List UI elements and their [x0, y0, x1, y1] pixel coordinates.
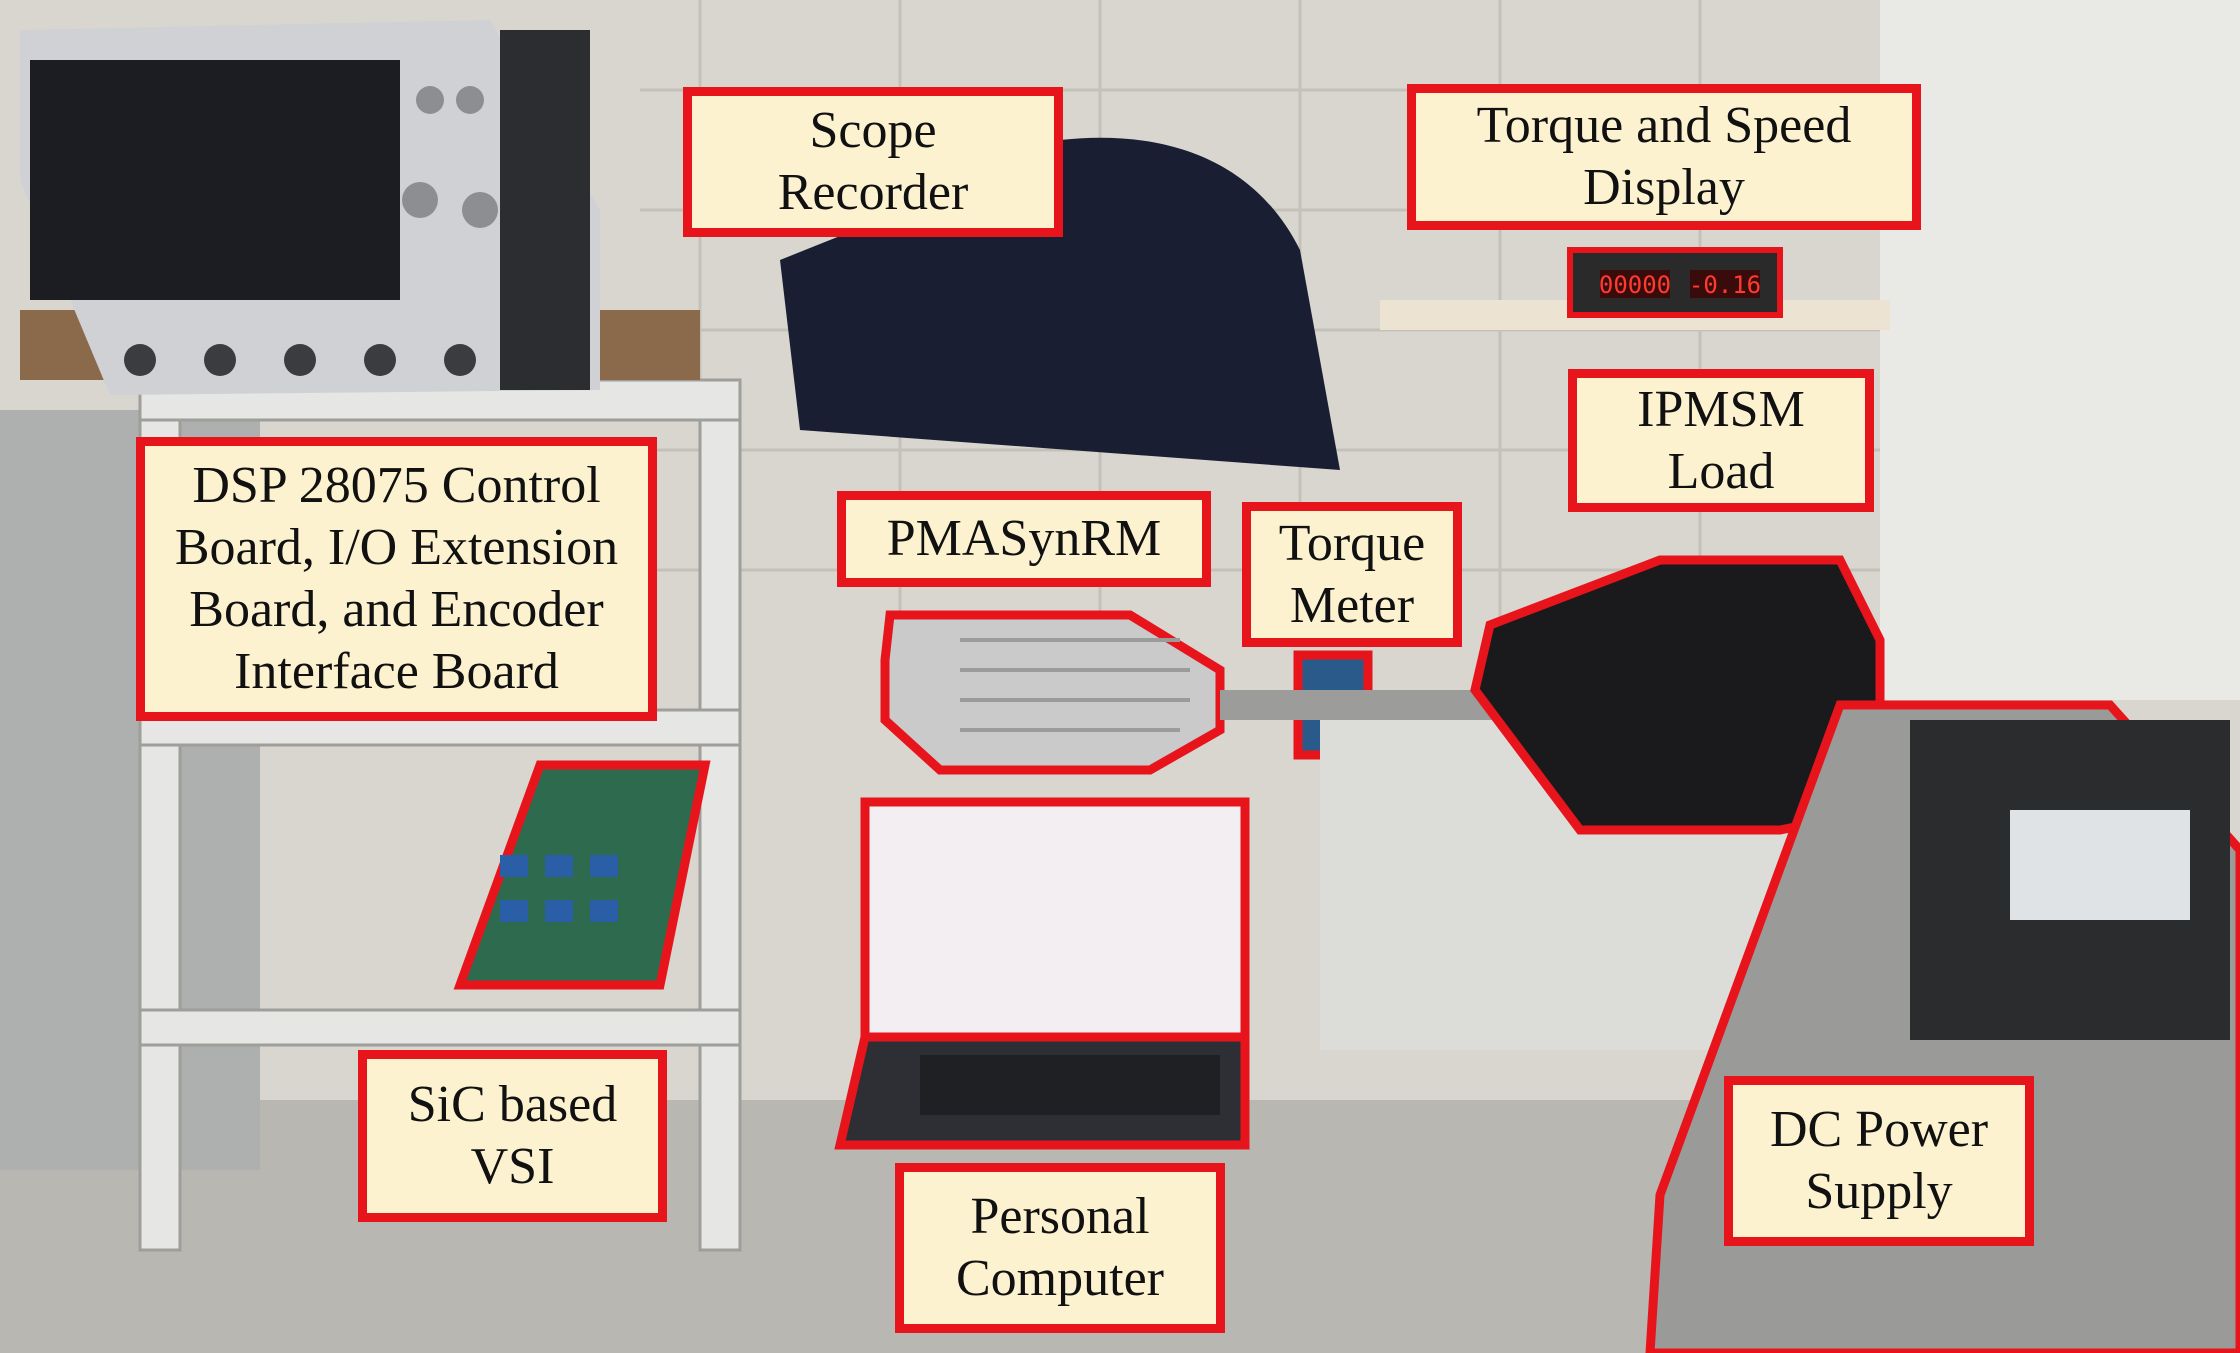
scope-recorder-line-2: Recorder	[777, 164, 969, 221]
dsp-board-line-4: Interface Board	[234, 643, 559, 700]
pmasynrm-line-1: PMASynRM	[886, 510, 1162, 567]
sic-vsi-label: SiC based VSI	[358, 1050, 667, 1222]
laptop	[834, 797, 1250, 1150]
ipmsm-load-line-2: Load	[1667, 442, 1775, 500]
torque-meter-line-2: Meter	[1289, 576, 1415, 634]
ipmsm-load-label: IPMSM Load	[1568, 369, 1874, 512]
right-wall	[1880, 0, 2240, 700]
pmasynrm-label: PMASynRM	[837, 491, 1211, 587]
speed-readout: 00000	[1599, 271, 1671, 299]
sic-vsi-line-1: SiC based	[407, 1076, 618, 1133]
ipmsm-load-line-1: IPMSM	[1637, 380, 1805, 438]
personal-computer-label: Personal Computer	[895, 1163, 1225, 1333]
dsp-board-line-2: Board, I/O Extension	[174, 519, 619, 576]
pmasynrm-motor	[880, 610, 1225, 775]
dc-power-supply-label: DC Power Supply	[1724, 1076, 2034, 1246]
torque-meter-label: Torque Meter	[1242, 502, 1462, 647]
dc-power-supply-cabinet	[1645, 700, 2240, 1353]
personal-computer-line-1: Personal	[970, 1188, 1150, 1245]
personal-computer-line-2: Computer	[956, 1250, 1164, 1307]
torque-meter-line-1: Torque	[1278, 514, 1426, 572]
oscilloscope	[20, 20, 600, 395]
scope-recorder-line-1: Scope	[809, 102, 937, 159]
torque-speed-display-label: Torque and Speed Display	[1407, 84, 1921, 230]
scope-recorder-label: Scope Recorder	[683, 87, 1063, 237]
torque-readout: -0.16	[1689, 271, 1761, 299]
dsp-board-label: DSP 28075 Control Board, I/O Extension B…	[136, 437, 657, 721]
dc-power-supply-line-1: DC Power	[1769, 1101, 1989, 1158]
dsp-board-line-3: Board, and Encoder	[189, 581, 604, 638]
sic-inverter-board	[453, 760, 711, 990]
dc-power-supply-line-2: Supply	[1805, 1163, 1953, 1220]
digital-display-unit: 00000 -0.16	[1567, 247, 1783, 318]
dsp-board-line-1: DSP 28075 Control	[192, 457, 601, 514]
torque-speed-line-2: Display	[1583, 159, 1745, 216]
sic-vsi-line-2: VSI	[470, 1138, 555, 1195]
torque-speed-line-1: Torque and Speed	[1476, 97, 1852, 154]
